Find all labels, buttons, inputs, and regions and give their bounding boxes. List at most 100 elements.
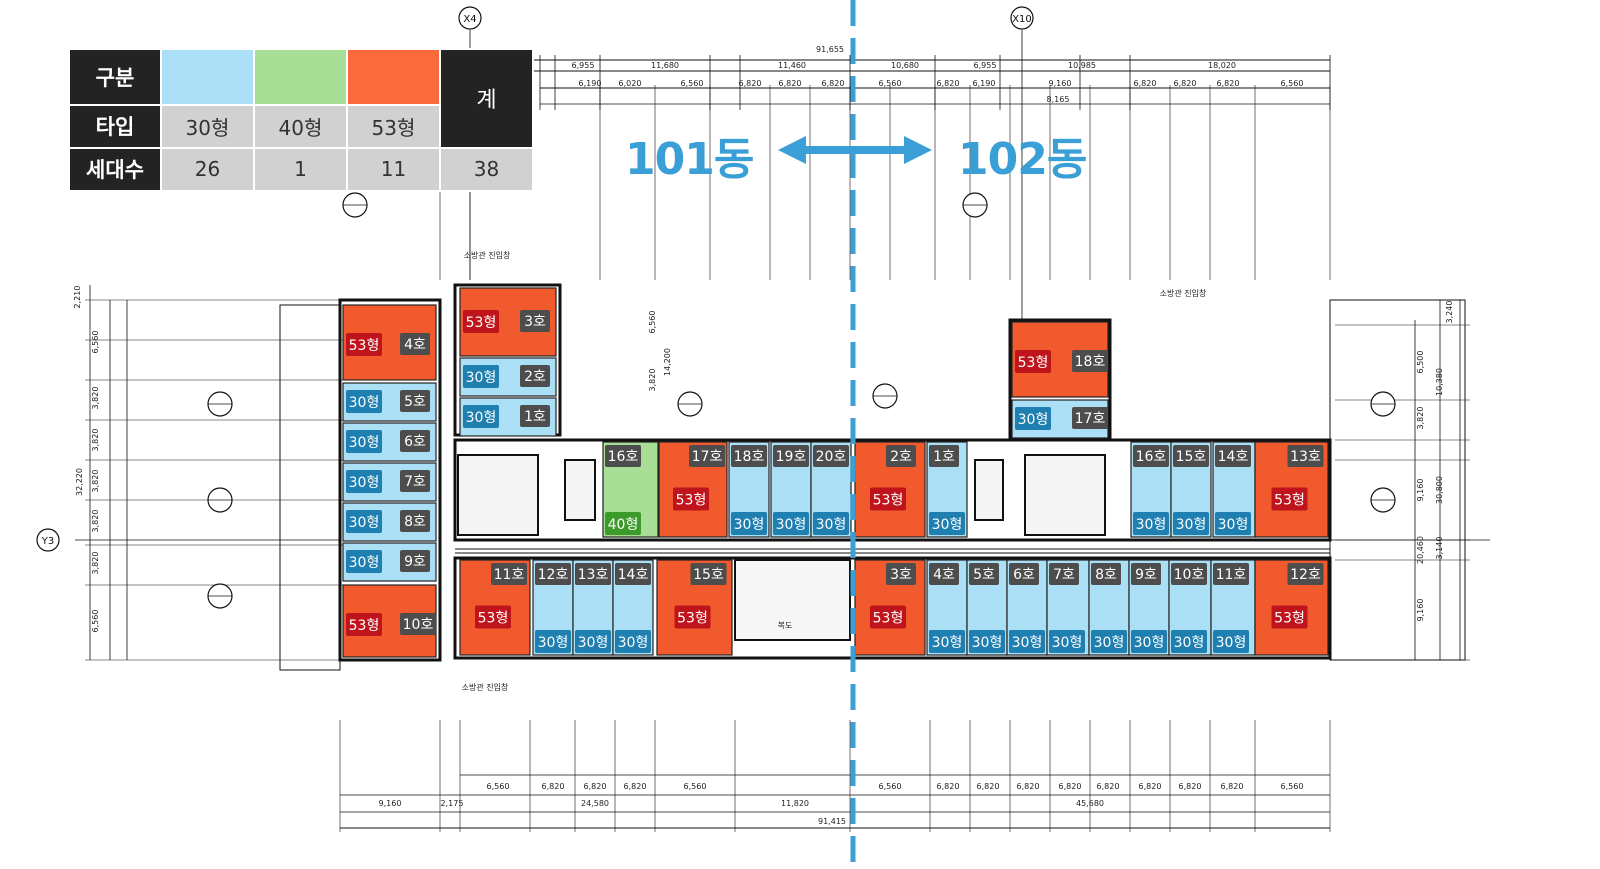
building-101-label: 101동 (625, 134, 754, 185)
unit-type: 53형 (873, 611, 904, 627)
unit-number: 15호 (1176, 449, 1207, 465)
dim-text: 6,820 (937, 79, 960, 88)
unit-type: 30형 (1174, 635, 1205, 651)
unit-number-tag (773, 445, 809, 467)
dim-text: 3,820 (91, 387, 100, 410)
unit-type-badge (1171, 630, 1207, 653)
unit-type: 30형 (1094, 635, 1125, 651)
core-stair (564, 459, 596, 521)
unit-number: 1호 (933, 449, 955, 465)
unit-number-tag (1049, 563, 1079, 585)
unit-type: 30형 (349, 435, 380, 451)
legend-total-value: 38 (438, 146, 535, 193)
unit-type: 30형 (816, 517, 847, 533)
unit-type-badge (1271, 605, 1308, 629)
building-102-label: 102동 (958, 134, 1087, 185)
unit-type: 53형 (1018, 355, 1049, 371)
core-stair (457, 454, 539, 536)
unit-type: 30형 (466, 370, 497, 386)
dim-text: 복도 (778, 621, 793, 630)
unit-number-tag (400, 510, 430, 532)
unit-type: 30형 (1012, 635, 1043, 651)
unit-number: 18호 (734, 449, 765, 465)
cad-linework (75, 30, 1490, 832)
unit-type-badge (673, 487, 709, 511)
unit-number: 11호 (494, 567, 525, 583)
unit-number-tag (1213, 563, 1249, 585)
unit-type: 30형 (1018, 412, 1049, 428)
unit-number: 15호 (693, 567, 724, 583)
building-arrow-left-head (778, 136, 806, 164)
unit-number-tag (929, 563, 959, 585)
unit-type-badge (1015, 407, 1051, 430)
unit-type-badge (1091, 630, 1127, 653)
dim-text: 3,820 (91, 510, 100, 533)
unit-type-badge (1049, 630, 1085, 653)
unit-number: 1호 (524, 409, 546, 425)
unit-number: 8호 (1095, 567, 1117, 583)
unit-number-tag (1091, 563, 1121, 585)
elevator-hall (734, 559, 851, 641)
unit-number-tag (1171, 563, 1207, 585)
dim-text: 91,655 (816, 45, 844, 54)
dim-text: 6,560 (1281, 782, 1304, 791)
grid-marker-label: X4 (463, 14, 476, 25)
unit-type-badge (1215, 512, 1251, 535)
unit-number-tag (520, 405, 550, 427)
unit-number: 9호 (404, 554, 426, 570)
legend-header: 구분 (68, 48, 162, 106)
dim-text: 9,160 (1049, 79, 1072, 88)
unit-type-badge (463, 405, 499, 428)
unit-type-badge (346, 613, 382, 636)
unit-type-badge (1015, 350, 1051, 373)
dim-text: 3,820 (91, 470, 100, 493)
unit-type: 30형 (618, 635, 649, 651)
unit-number-tag (731, 445, 767, 467)
unit-1호: 1호 30형 (459, 397, 557, 437)
unit-type: 30형 (1216, 635, 1247, 651)
unit-type-badge (346, 550, 382, 573)
unit-number-tag (400, 430, 430, 452)
unit-number: 14호 (1218, 449, 1249, 465)
unit-number-tag (400, 550, 430, 572)
dim-text: 6,820 (779, 79, 802, 88)
legend-count-30: 26 (159, 146, 255, 193)
unit-number-tag (1131, 563, 1161, 585)
dim-text: 6,560 (879, 79, 902, 88)
unit-type-badge (1009, 630, 1045, 653)
unit-number-tag (969, 563, 999, 585)
dim-text: 9,160 (1416, 599, 1425, 622)
unit-type-badge (1131, 630, 1167, 653)
dim-text: 91,415 (818, 817, 846, 826)
unit-type-badge (674, 605, 711, 629)
legend-count-label: 세대수 (68, 146, 162, 193)
dim-text: 6,560 (91, 610, 100, 633)
dim-text: 6,820 (1017, 782, 1040, 791)
unit-type-badge (1271, 487, 1308, 511)
unit-number: 17호 (1075, 411, 1106, 427)
dim-text: 2,175 (441, 799, 464, 808)
unit-type: 30형 (1218, 517, 1249, 533)
dim-text: 소방관 진입창 (462, 682, 509, 692)
grid-marker-circle (458, 6, 482, 30)
unit-type: 30형 (466, 410, 497, 426)
unit-type-badge (535, 630, 571, 653)
dim-text: 3,820 (91, 429, 100, 452)
unit-number: 12호 (538, 567, 569, 583)
unit-number-tag (575, 563, 611, 585)
unit-type: 53형 (466, 315, 497, 331)
